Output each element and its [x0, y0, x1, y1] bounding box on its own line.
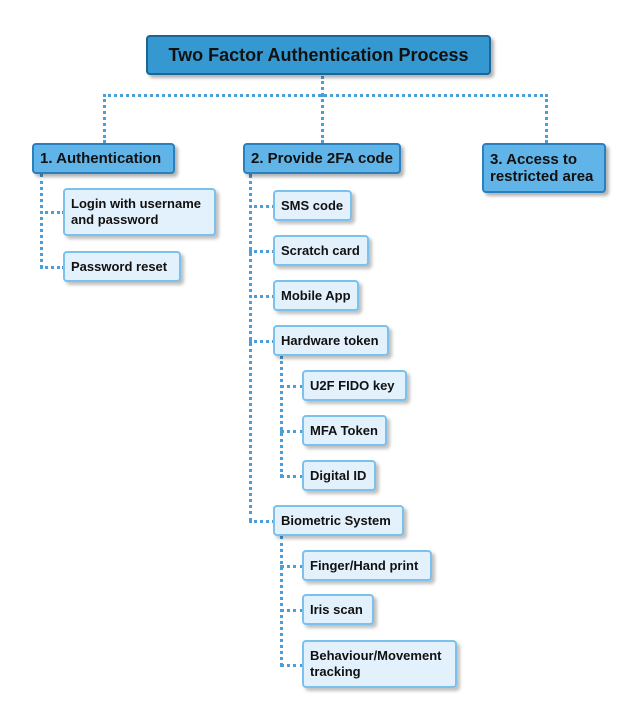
- diagram-title: Two Factor Authentication Process: [146, 35, 491, 75]
- connector-password-reset: [40, 266, 65, 269]
- connector-behaviour: [280, 664, 304, 667]
- item-login-username-password: Login with username and password: [63, 188, 216, 236]
- connector-branch3-down: [545, 94, 548, 143]
- connector-branch1-spine: [40, 174, 43, 268]
- item-behaviour-movement-tracking: Behaviour/Movement tracking: [302, 640, 457, 688]
- connector-hardware-spine: [280, 356, 283, 477]
- item-sms-code: SMS code: [273, 190, 352, 221]
- connector-mobile: [249, 295, 275, 298]
- connector-login: [40, 211, 65, 214]
- connector-branch2-spine: [249, 174, 252, 522]
- connector-biometric: [249, 520, 275, 523]
- item-password-reset: Password reset: [63, 251, 181, 282]
- connector-scratch: [249, 250, 275, 253]
- connector-hardware: [249, 340, 275, 343]
- item-u2f-fido-key: U2F FIDO key: [302, 370, 407, 401]
- item-mobile-app: Mobile App: [273, 280, 359, 311]
- connector-mfa: [280, 430, 304, 433]
- connector-iris: [280, 609, 304, 612]
- item-hardware-token: Hardware token: [273, 325, 389, 356]
- branch-provide-2fa-code: 2. Provide 2FA code: [243, 143, 401, 174]
- branch-access-restricted-area: 3. Access to restricted area: [482, 143, 606, 193]
- item-iris-scan: Iris scan: [302, 594, 374, 625]
- item-biometric-system: Biometric System: [273, 505, 404, 536]
- item-digital-id: Digital ID: [302, 460, 376, 491]
- connector-digital-id: [280, 475, 304, 478]
- item-scratch-card: Scratch card: [273, 235, 369, 266]
- connector-finger: [280, 565, 304, 568]
- connector-branch2-down: [321, 94, 324, 143]
- connector-top-horizontal: [103, 94, 548, 97]
- connector-root-down: [321, 76, 324, 96]
- connector-u2f: [280, 385, 304, 388]
- branch-authentication: 1. Authentication: [32, 143, 175, 174]
- item-finger-hand-print: Finger/Hand print: [302, 550, 432, 581]
- connector-branch1-down: [103, 94, 106, 143]
- connector-sms: [249, 205, 275, 208]
- item-mfa-token: MFA Token: [302, 415, 387, 446]
- connector-biometric-spine: [280, 536, 283, 666]
